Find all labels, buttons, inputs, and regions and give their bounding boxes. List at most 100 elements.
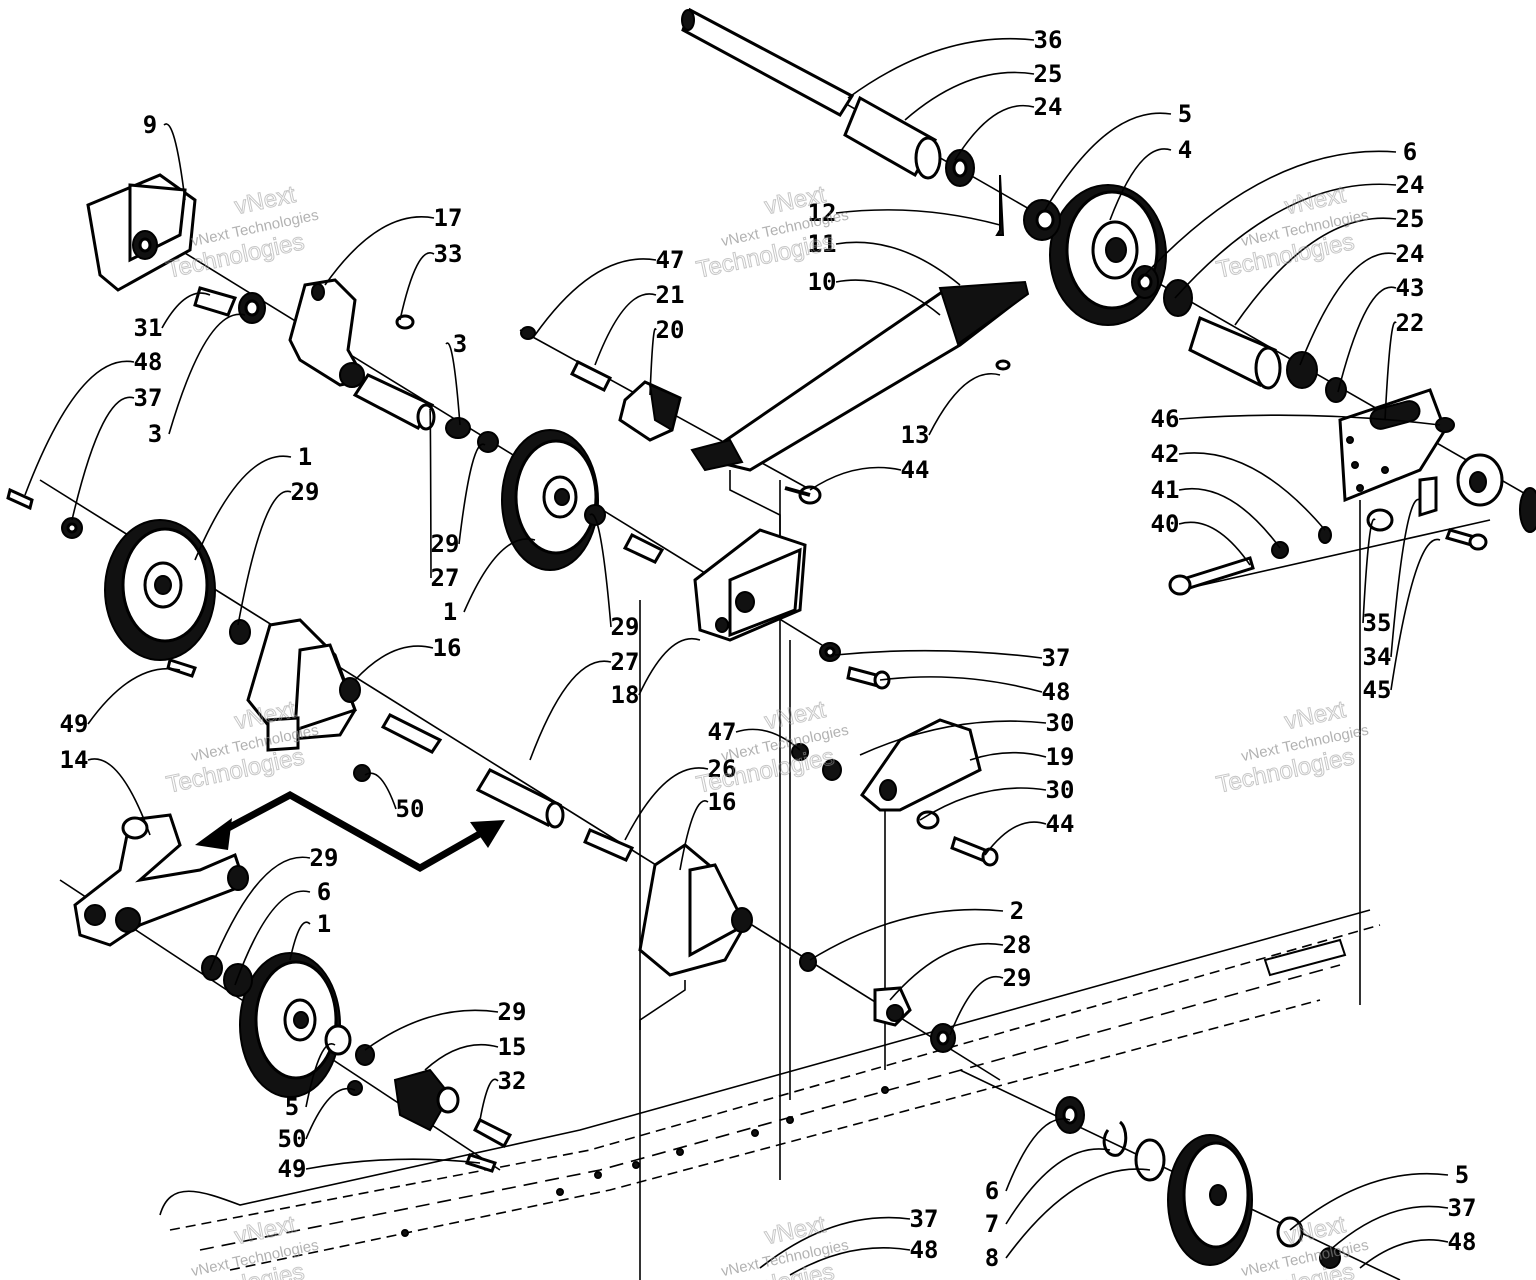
leader-line-40 (1178, 521, 1251, 566)
leader-line-30 (919, 787, 1047, 821)
leader-line-37 (71, 396, 135, 521)
leader-line-14 (87, 758, 151, 836)
callout-21: 21 (656, 281, 685, 309)
leader-line-25 (904, 71, 1035, 121)
callout-27: 27 (611, 648, 640, 676)
leader-line-29 (458, 443, 486, 545)
leader-line-45 (1390, 538, 1441, 691)
leader-line-12 (835, 209, 1001, 226)
callout-49: 49 (278, 1155, 307, 1183)
leader-line-3 (168, 313, 246, 435)
callout-28: 28 (1003, 931, 1032, 959)
leader-line-33 (399, 252, 435, 321)
leader-line-10 (835, 279, 941, 316)
callout-2: 2 (1010, 897, 1024, 925)
leader-line-49 (305, 1158, 481, 1170)
callout-29: 29 (310, 844, 339, 872)
mount-plate-right (1168, 388, 1536, 596)
block-20 (618, 380, 744, 472)
callout-35: 35 (1363, 609, 1392, 637)
callout-43: 43 (1396, 274, 1425, 302)
callout-15: 15 (498, 1033, 527, 1061)
leader-line-22 (1384, 321, 1397, 421)
idler-wheel-lower-left (201, 952, 513, 1173)
leader-line-44 (984, 821, 1047, 856)
callout-48: 48 (910, 1236, 939, 1264)
callout-49: 49 (60, 710, 89, 738)
leader-line-24 (1299, 252, 1397, 366)
leader-line-7 (1005, 1148, 1111, 1225)
callout-44: 44 (1046, 810, 1075, 838)
leader-line-5 (1044, 112, 1172, 211)
leader-line-13 (928, 373, 1001, 436)
leader-line-47 (735, 728, 801, 751)
leader-line-6 (1139, 150, 1397, 281)
callout-24: 24 (1396, 171, 1425, 199)
callout-29: 29 (291, 478, 320, 506)
callout-48: 48 (1448, 1228, 1477, 1256)
leader-line-15 (424, 1043, 499, 1071)
callout-18: 18 (611, 681, 640, 709)
leader-line-31 (161, 292, 211, 329)
callout-47: 47 (656, 246, 685, 274)
callout-11: 11 (808, 230, 837, 258)
callout-41: 41 (1151, 476, 1180, 504)
callout-30: 30 (1046, 776, 1075, 804)
leader-line-8 (1005, 1168, 1151, 1259)
rail-holes (401, 1086, 889, 1237)
leader-line-48 (24, 360, 135, 496)
callout-10: 10 (808, 268, 837, 296)
callout-24: 24 (1396, 240, 1425, 268)
leader-line-37 (1329, 1205, 1449, 1251)
leader-line-17 (324, 216, 435, 286)
bracket-16-lower (583, 828, 817, 977)
leader-line-48 (879, 676, 1043, 693)
callout-32: 32 (498, 1067, 527, 1095)
callout-37: 37 (1042, 644, 1071, 672)
bracket-18 (693, 528, 891, 690)
arm-17 (288, 278, 499, 453)
idler-wheel-center (501, 326, 665, 571)
callout-40: 40 (1151, 510, 1180, 538)
callout-25: 25 (1396, 205, 1425, 233)
callout-19: 19 (1046, 743, 1075, 771)
leader-line-29 (209, 856, 311, 971)
callout-30: 30 (1046, 709, 1075, 737)
leader-line-50 (364, 772, 397, 810)
leader-line-36 (847, 37, 1035, 99)
callout-6: 6 (1403, 138, 1417, 166)
leader-line-32 (479, 1078, 499, 1121)
front-direction-arrow (195, 791, 505, 873)
callout-27: 27 (431, 564, 460, 592)
callout-29: 29 (431, 530, 460, 558)
leader-line-27 (429, 408, 432, 579)
callout-44: 44 (901, 456, 930, 484)
callout-13: 13 (901, 421, 930, 449)
slide-rail (159, 909, 1381, 1271)
callout-9: 9 (143, 111, 157, 139)
callout-25: 25 (1034, 60, 1063, 88)
idler-wheel-upper (1023, 184, 1347, 403)
callout-6: 6 (985, 1177, 999, 1205)
callout-37: 37 (910, 1205, 939, 1233)
callout-34: 34 (1363, 643, 1392, 671)
callout-24: 24 (1034, 93, 1063, 121)
leader-line-27 (529, 660, 612, 761)
callout-3: 3 (148, 420, 162, 448)
leader-line-29 (237, 490, 292, 626)
callout-50: 50 (278, 1125, 307, 1153)
callout-5: 5 (1455, 1161, 1469, 1189)
upper-shaft-assembly (681, 7, 1030, 505)
leader-line-50 (305, 1087, 356, 1140)
leader-line-30 (859, 720, 1047, 756)
leader-line-47 (534, 258, 657, 336)
callout-29: 29 (1003, 964, 1032, 992)
callout-6: 6 (317, 878, 331, 906)
leader-line-44 (809, 466, 902, 491)
leader-line-18 (638, 637, 701, 696)
leader-line-19 (969, 751, 1047, 761)
leader-line-35 (1362, 518, 1376, 624)
